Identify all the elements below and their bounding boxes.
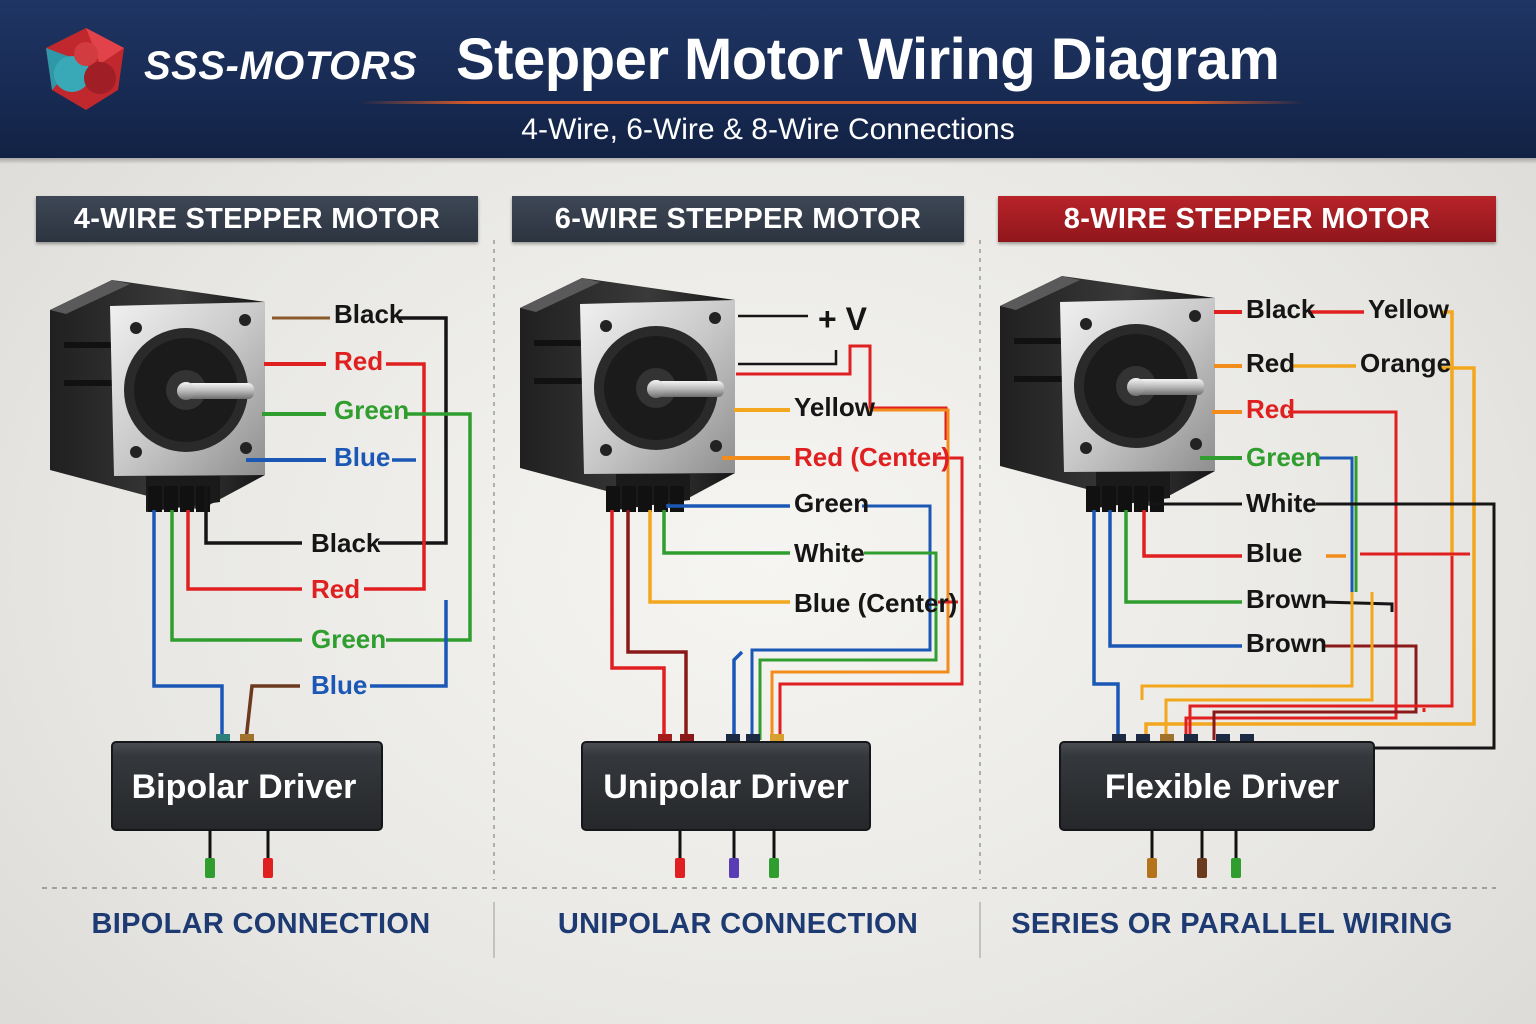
panel-4wire: Black Red Green Blue Black Red Green Blu… (50, 280, 472, 878)
label-8wire-yellow: Yellow (1368, 294, 1450, 324)
label-8wire-black: Black (1246, 294, 1316, 324)
footer-unipolar-connection: UNIPOLAR CONNECTION (557, 908, 919, 940)
label-6wire-red-center: Red (Center) (794, 442, 950, 472)
label-8wire-blue: Blue (1246, 538, 1302, 568)
label-6wire-blue-center: Blue (Center) (794, 588, 957, 618)
brand-name: SSS-MOTORS (144, 44, 418, 88)
label-6wire-yellow: Yellow (794, 392, 876, 422)
motor-4wire-icon (50, 280, 265, 512)
label-4wire-red-bottom: Red (311, 574, 360, 604)
page-subtitle: 4-Wire, 6-Wire & 8-Wire Connections (521, 113, 1015, 146)
label-6wire-plus-v: + V (818, 301, 868, 337)
label-8wire-orange: Orange (1360, 348, 1451, 378)
header-shadow (0, 158, 1536, 164)
label-4wire-green-bottom: Green (311, 624, 386, 654)
header (0, 0, 1536, 158)
label-8wire-brown-1: Brown (1246, 584, 1327, 614)
driver-flexible: Flexible Driver (1059, 734, 1375, 878)
panel-6wire-banner: 6-WIRE STEPPER MOTOR (512, 196, 964, 242)
driver-unipolar-label: Unipolar Driver (603, 768, 849, 806)
label-6wire-green: Green (794, 488, 869, 518)
label-4wire-blue-top: Blue (334, 442, 390, 472)
motor-8wire-icon (1000, 276, 1215, 508)
driver-bipolar-label: Bipolar Driver (132, 768, 357, 806)
label-4wire-blue-bottom: Blue (311, 670, 367, 700)
label-4wire-green-top: Green (334, 395, 409, 425)
label-8wire-green: Green (1246, 442, 1321, 472)
driver-flexible-label: Flexible Driver (1105, 768, 1339, 806)
footer-series-parallel-wiring: SERIES OR PARALLEL WIRING (1011, 908, 1453, 940)
label-8wire-brown-2: Brown (1246, 628, 1327, 658)
driver-bipolar: Bipolar Driver (111, 734, 383, 878)
title-underline (360, 101, 1304, 104)
brand-logo-icon (46, 28, 124, 110)
page-title: Stepper Motor Wiring Diagram (456, 27, 1280, 92)
footer-bipolar-connection: BIPOLAR CONNECTION (91, 908, 431, 940)
label-6wire-white: White (794, 538, 865, 568)
label-4wire-black-bottom: Black (311, 528, 381, 558)
driver-unipolar: Unipolar Driver (581, 734, 871, 878)
panel-8wire-banner: 8-WIRE STEPPER MOTOR (998, 196, 1496, 242)
panel-8wire: Black Yellow Red Orange Red Green White … (1000, 276, 1496, 878)
label-4wire-black-top: Black (334, 299, 404, 329)
label-8wire-white: White (1246, 488, 1317, 518)
label-4wire-red-top: Red (334, 346, 383, 376)
label-8wire-red-1: Red (1246, 348, 1295, 378)
panel-6wire: + V Yellow Red (Center) Green White Blue… (520, 278, 964, 878)
label-8wire-red-2: Red (1246, 394, 1295, 424)
motor-6wire-icon (520, 278, 735, 510)
panel-4wire-banner: 4-WIRE STEPPER MOTOR (36, 196, 478, 242)
